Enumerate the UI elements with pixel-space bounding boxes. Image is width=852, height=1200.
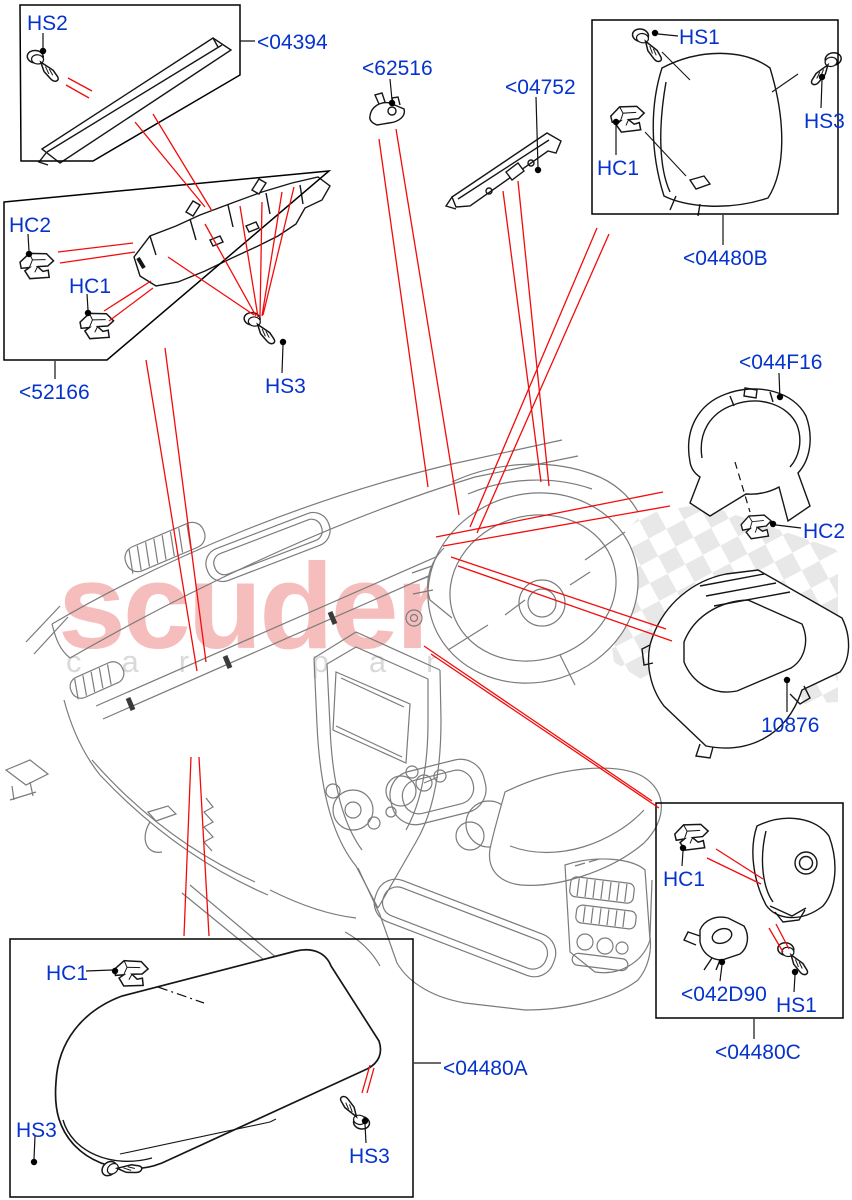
screw-icon <box>335 1095 375 1131</box>
callout-hc2-044f16: HC2 <box>803 520 846 543</box>
clip-icon <box>608 103 646 135</box>
callout-hc1-04480a: HC1 <box>46 962 89 985</box>
callout-hc2-52166: HC2 <box>9 214 52 237</box>
box-04394 <box>19 4 241 162</box>
clip-icon <box>77 309 116 343</box>
callout-hc1-04480b: HC1 <box>597 157 640 180</box>
callout-hc1-52166: HC1 <box>69 275 112 298</box>
callout-04480c: <04480C <box>715 1041 801 1064</box>
callout-042d90: <042D90 <box>681 983 767 1006</box>
callout-hs3-04480b: HS3 <box>804 110 845 133</box>
part-04480b-panel <box>644 51 799 217</box>
callout-044f16: <044F16 <box>739 351 823 374</box>
callout-04480b: <04480B <box>683 247 768 270</box>
screw-icon <box>807 51 846 86</box>
callout-lines <box>27 33 823 1160</box>
callout-04480a: <04480A <box>443 1057 528 1080</box>
clip-icon <box>111 956 150 991</box>
part-04480c-panel <box>752 817 836 923</box>
part-group-boxes <box>3 4 844 1198</box>
callout-dots <box>25 29 826 1166</box>
callout-hs1-04480c: HS1 <box>776 994 817 1017</box>
box-04480a <box>9 938 414 1198</box>
box-52166 <box>3 170 332 361</box>
callout-hs3-04480a-mid: HS3 <box>349 1145 390 1168</box>
part-62516-clip <box>369 92 406 126</box>
part-drawings <box>17 27 850 1192</box>
callout-04394: <04394 <box>257 31 328 54</box>
callout-hs3-04480a-left: HS3 <box>16 1119 57 1142</box>
callout-10876: 10876 <box>761 714 820 737</box>
callout-hs3-52166: HS3 <box>265 375 306 398</box>
screw-icon <box>24 49 62 83</box>
callout-62516: <62516 <box>362 57 433 80</box>
part-044f16-surround <box>688 387 811 523</box>
dashboard-line-art <box>4 439 662 1011</box>
clip-icon <box>17 249 56 283</box>
callout-hc1-04480c: HC1 <box>663 868 706 891</box>
callout-hs1-04480b: HS1 <box>679 26 720 49</box>
part-04394-trim-strip <box>37 37 233 166</box>
clip-icon <box>672 821 710 853</box>
leader-lines <box>57 77 790 1094</box>
callout-hs2: HS2 <box>27 12 68 35</box>
callout-52166: <52166 <box>19 381 90 404</box>
box-04480b <box>591 19 839 215</box>
part-04752-trim <box>444 132 562 210</box>
part-042d90-switch <box>683 916 749 971</box>
box-04480c <box>655 802 844 1019</box>
part-04480a-glovebox-door <box>54 948 382 1170</box>
part-52166-bracket <box>133 176 331 287</box>
callout-04752: <04752 <box>505 76 576 99</box>
screw-icon <box>627 27 667 63</box>
part-10876-cluster-hood <box>641 569 850 759</box>
